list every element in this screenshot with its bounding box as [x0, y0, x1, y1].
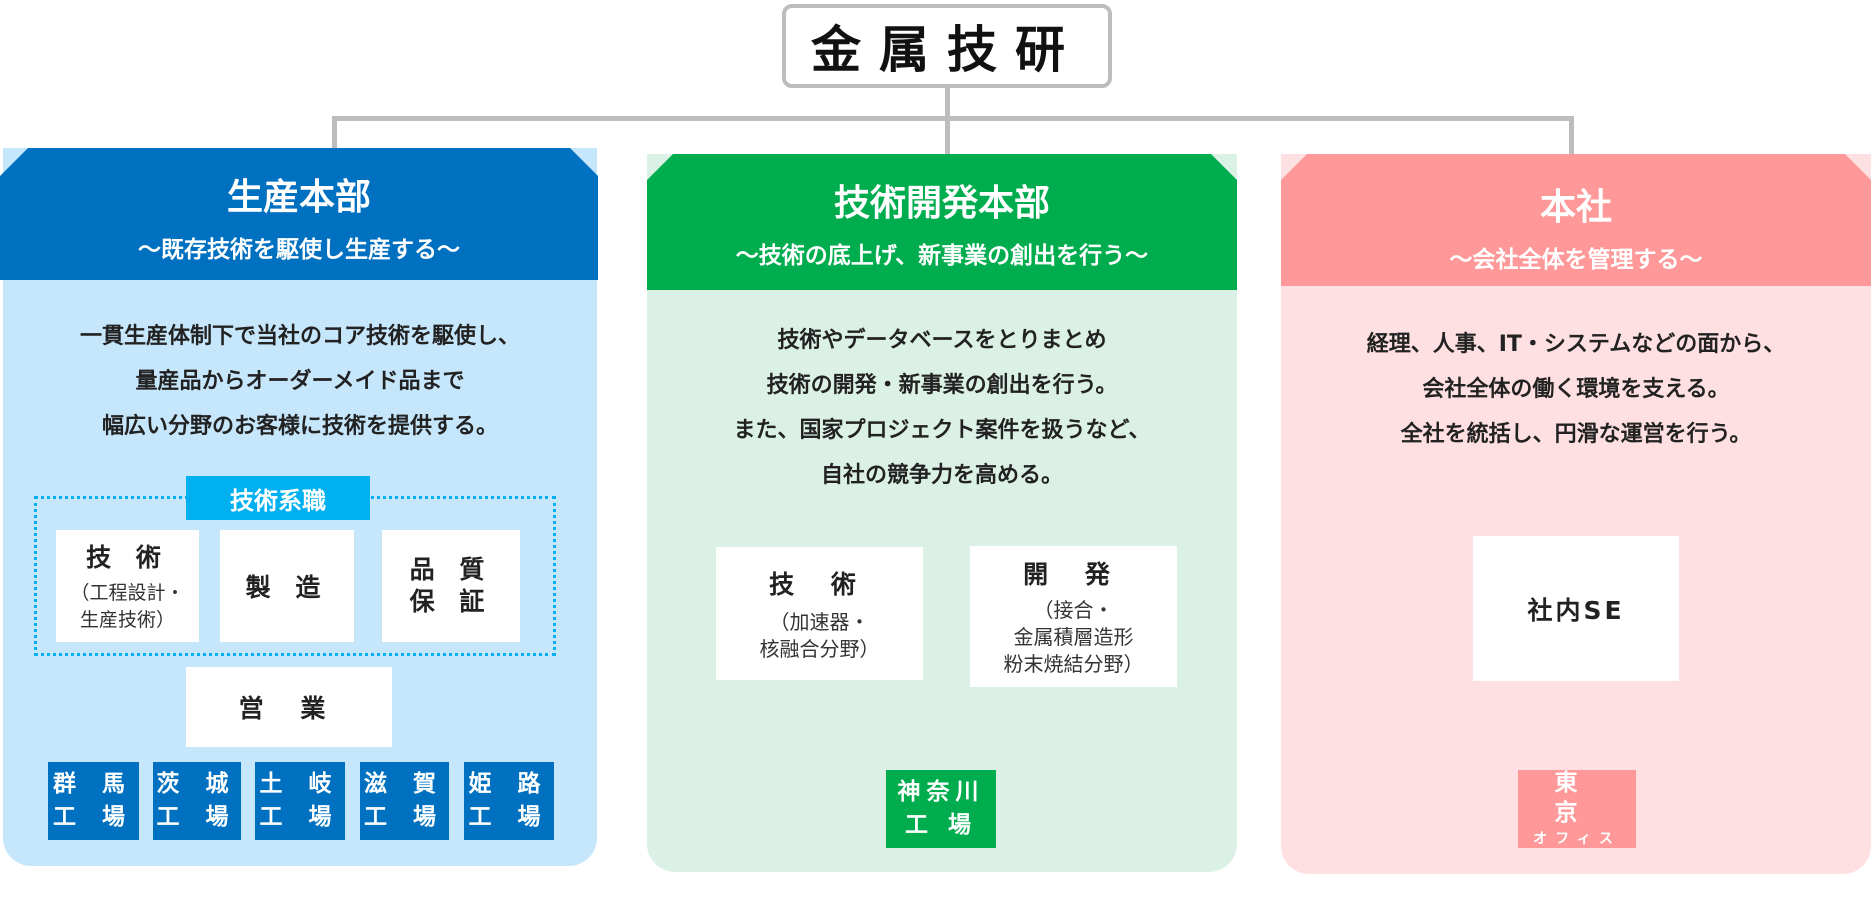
production-role-quality: 品 質 保 証	[382, 530, 520, 642]
hq-subtitle: ～会社全体を管理する～	[1449, 247, 1703, 273]
production-description: 一貫生産体制下で当社のコア技術を駆使し、 量産品からオーダーメイド品まで 幅広い…	[3, 314, 597, 449]
rnd-desc-line: 技術やデータベースをとりまとめ	[777, 328, 1107, 353]
plant-type: 工 場	[156, 804, 238, 830]
rnd-desc-line: 自社の競争力を高める。	[820, 463, 1063, 488]
plant-shiga: 滋 賀 工 場	[360, 762, 449, 840]
plant-toki: 土 岐 工 場	[255, 762, 345, 840]
connector-rnd	[945, 116, 950, 154]
role-note: （接合・ 金属積層造形 粉末焼結分野）	[1003, 598, 1144, 676]
plant-himeji: 姫 路 工 場	[464, 762, 554, 840]
plant-type: 工 場	[363, 804, 445, 830]
plant-name: 神奈川	[897, 779, 985, 805]
role-title: 営 業	[238, 694, 340, 723]
company-name-box: 金属技研	[782, 4, 1112, 88]
rnd-header: 技術開発本部 ～技術の底上げ、新事業の創出を行う～	[647, 154, 1237, 290]
role-note: （加速器・ 核融合分野）	[759, 609, 880, 661]
tech-group-label: 技術系職	[186, 476, 370, 520]
hq-description: 経理、人事、IT・システムなどの面から、 会社全体の働く環境を支える。 全社を統…	[1281, 322, 1871, 457]
production-header: 生産本部 ～既存技術を駆使し生産する～	[0, 148, 598, 280]
plant-gunma: 群 馬 工 場	[48, 762, 139, 840]
rnd-role-development: 開 発 （接合・ 金属積層造形 粉末焼結分野）	[970, 546, 1177, 687]
production-role-technology: 技 術 （工程設計・ 生産技術）	[56, 530, 199, 642]
office-type: オフィス	[1533, 831, 1621, 847]
connector-root-stem	[945, 88, 950, 121]
company-name: 金属技研	[811, 21, 1083, 79]
role-title: 技 術	[769, 569, 870, 599]
role-title: 技 術	[86, 543, 169, 572]
production-subtitle: ～既存技術を駆使し生産する～	[138, 237, 460, 263]
role-note: （工程設計・ 生産技術）	[70, 582, 185, 631]
plant-type: 工 場	[904, 812, 977, 838]
plant-ibaraki: 茨 城 工 場	[153, 762, 241, 840]
hq-role-in-house-se: 社内SE	[1473, 536, 1679, 681]
rnd-title: 技術開発本部	[833, 183, 1050, 224]
hq-header: 本社 ～会社全体を管理する～	[1281, 154, 1871, 286]
connector-horizontal	[332, 116, 1574, 121]
rnd-desc-line: また、国家プロジェクト案件を扱うなど、	[733, 418, 1151, 443]
production-desc-line: 量産品からオーダーメイド品まで	[135, 369, 465, 394]
plant-kanagawa: 神奈川 工 場	[886, 770, 996, 848]
plant-type: 工 場	[52, 804, 134, 830]
connector-hq	[1569, 116, 1574, 154]
production-role-manufacturing: 製 造	[220, 530, 354, 642]
office-tokyo: 東 京 オフィス	[1518, 770, 1636, 848]
tech-group-label-text: 技術系職	[230, 486, 326, 515]
connector-production	[332, 116, 337, 148]
plant-name: 茨 城	[156, 771, 238, 797]
rnd-description: 技術やデータベースをとりまとめ 技術の開発・新事業の創出を行う。 また、国家プロ…	[647, 318, 1237, 498]
plant-type: 工 場	[259, 804, 341, 830]
role-title: 品 質 保 証	[409, 555, 493, 616]
production-desc-line: 一貫生産体制下で当社のコア技術を駆使し、	[79, 324, 520, 349]
rnd-desc-line: 技術の開発・新事業の創出を行う。	[766, 373, 1118, 398]
rnd-subtitle: ～技術の底上げ、新事業の創出を行う～	[735, 243, 1149, 269]
hq-title: 本社	[1539, 187, 1612, 228]
office-name: 東 京	[1554, 770, 1600, 826]
role-title: 開 発	[1023, 560, 1124, 589]
hq-desc-line: 会社全体の働く環境を支える。	[1422, 377, 1730, 402]
hq-desc-line: 全社を統括し、円滑な運営を行う。	[1400, 422, 1752, 447]
production-title: 生産本部	[226, 177, 371, 218]
hq-desc-line: 経理、人事、IT・システムなどの面から、	[1366, 332, 1786, 357]
role-title: 社内SE	[1527, 595, 1625, 625]
role-title: 製 造	[245, 573, 329, 602]
plant-name: 滋 賀	[363, 771, 445, 797]
plant-name: 土 岐	[259, 771, 341, 797]
plant-name: 姫 路	[468, 771, 550, 797]
rnd-role-technology: 技 術 （加速器・ 核融合分野）	[716, 547, 923, 680]
production-desc-line: 幅広い分野のお客様に技術を提供する。	[101, 414, 498, 439]
production-role-sales: 営 業	[186, 667, 392, 747]
plant-name: 群 馬	[52, 771, 134, 797]
plant-type: 工 場	[468, 804, 550, 830]
